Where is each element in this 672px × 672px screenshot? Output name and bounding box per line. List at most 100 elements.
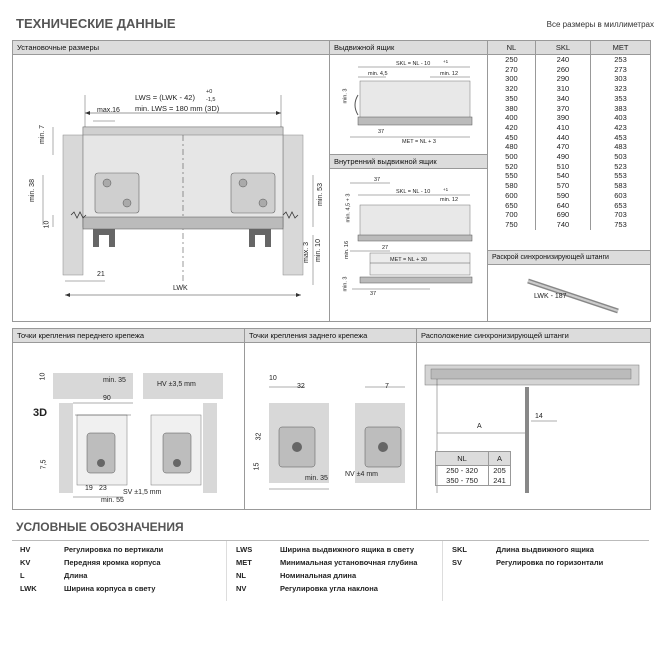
drawer-diagram [350, 66, 473, 138]
size-table-cell: 410 [534, 122, 591, 133]
size-table-cell: 740 [534, 219, 591, 230]
d21-label: 21 [97, 271, 105, 278]
front-points-panel: Точки крепления переднего крепежа 10 min… [12, 328, 246, 510]
size-table-cell: 250 [505, 55, 518, 64]
sync-table-cell: 241 [488, 475, 511, 486]
size-table-cell: 570 [534, 181, 591, 191]
size-table-cell: 753 [590, 219, 650, 230]
size-table-cell: 253 [590, 54, 650, 65]
sync-table-cell: 250 - 320 [446, 466, 478, 475]
size-table-cell: 273 [590, 64, 650, 75]
legend-value: Номинальная длина [280, 571, 357, 580]
size-table-cell: 390 [534, 113, 591, 123]
size-table-cell: 383 [590, 103, 650, 114]
sync-position-title: Расположение синхронизирующей штанги [417, 329, 650, 343]
size-table-cell: 750 [505, 219, 518, 229]
sync-table-cell: 205 [488, 465, 511, 476]
legend-item: NV Регулировка угла наклона [236, 584, 436, 596]
legend-key: HV [20, 545, 31, 554]
sync-table-row: 250 - 320 205 [436, 465, 511, 476]
size-table-cell: 603 [590, 190, 650, 201]
sync-table-cell: 350 - 750 [446, 475, 478, 485]
size-table-cell: 400 [505, 113, 518, 123]
front-d23: 23 [99, 485, 107, 492]
sync-14-label: 14 [535, 413, 543, 420]
size-table-cell: 320 [505, 84, 518, 94]
size-table-cell: 340 [534, 93, 591, 104]
legend-item: NL Номинальная длина [236, 571, 436, 583]
inner-skl-tol: +1 [443, 187, 449, 192]
sync-table-header: NL [435, 451, 489, 466]
sync-position-panel: Расположение синхронизирующей штанги A 1… [416, 328, 651, 510]
installation-diagram [42, 95, 314, 297]
legend-title: УСЛОВНЫЕ ОБОЗНАЧЕНИЯ [16, 520, 184, 534]
legend-key: NL [236, 571, 246, 580]
size-table-cell: 640 [534, 200, 591, 211]
drawer-min3: min. 3 [342, 88, 349, 104]
size-table-cell: 350 [505, 93, 518, 103]
size-table-cell: 450 [505, 132, 518, 142]
rear-d7: 7 [385, 383, 389, 390]
legend-key: NV [236, 584, 247, 593]
min-lws: min. LWS = 180 mm (3D) [135, 104, 220, 113]
lwk-label: LWK [173, 285, 188, 292]
min53-label: min. 53 [316, 183, 324, 206]
size-table-cell: 580 [505, 181, 518, 191]
size-table-cell: 453 [590, 132, 650, 143]
legend-key: SKL [452, 545, 467, 554]
inner-d27: 27 [382, 245, 389, 251]
size-table-cell: 500 [505, 152, 518, 162]
size-table-cell: 423 [590, 122, 650, 133]
size-table-cell: 700 [505, 210, 518, 220]
inner-drawer-diagram [350, 182, 473, 290]
inner-min3: min. 3 [342, 276, 349, 292]
inner-d37b: 37 [370, 291, 377, 297]
legend-value: Ширина выдвижного ящика в свету [280, 545, 415, 554]
size-table-cell: 260 [534, 64, 591, 75]
min7-label: min. 7 [39, 124, 47, 145]
size-table-cell: 420 [505, 122, 518, 132]
legend-value: Ширина корпуса в свету [64, 584, 156, 593]
drawer-skl-tol: +1 [443, 59, 449, 64]
drawer-met: MET = NL + 3 [402, 139, 436, 145]
front-sv: SV ±1,5 mm [123, 489, 162, 496]
front-d90: 90 [103, 395, 111, 402]
legend-key: KV [20, 558, 31, 567]
inner-d37: 37 [374, 177, 381, 183]
rear-d32: 32 [297, 383, 305, 390]
legend-key: LWK [20, 584, 37, 593]
inner-met: MET = NL + 30 [390, 257, 427, 263]
legend-value: Регулировка угла наклона [280, 584, 378, 593]
size-table-cell: 290 [534, 74, 591, 85]
sync-rod-label: LWK - 187 [534, 293, 567, 300]
legend-key: LWS [236, 545, 253, 554]
inner-drawer-title: Внутренний выдвижной ящик [330, 155, 488, 169]
size-table-cell: 403 [590, 113, 650, 123]
size-table-cell: 380 [505, 103, 518, 113]
size-table-cell: 590 [534, 190, 591, 201]
front-min35: min. 35 [103, 377, 126, 384]
size-table-cell: 303 [590, 74, 650, 85]
drawer-min45: min. 4,5 [368, 71, 388, 77]
legend-item: LWS Ширина выдвижного ящика в свету [236, 545, 436, 557]
lws-tol-top: +0 [206, 89, 213, 95]
front-d10: 10 [39, 372, 47, 381]
units-note: Все размеры в миллиметрах [546, 20, 654, 29]
size-table-cell: 353 [590, 93, 650, 104]
max16-label: max.16 [97, 107, 120, 114]
front-d19: 19 [85, 485, 93, 492]
legend-value: Длина [64, 571, 88, 580]
